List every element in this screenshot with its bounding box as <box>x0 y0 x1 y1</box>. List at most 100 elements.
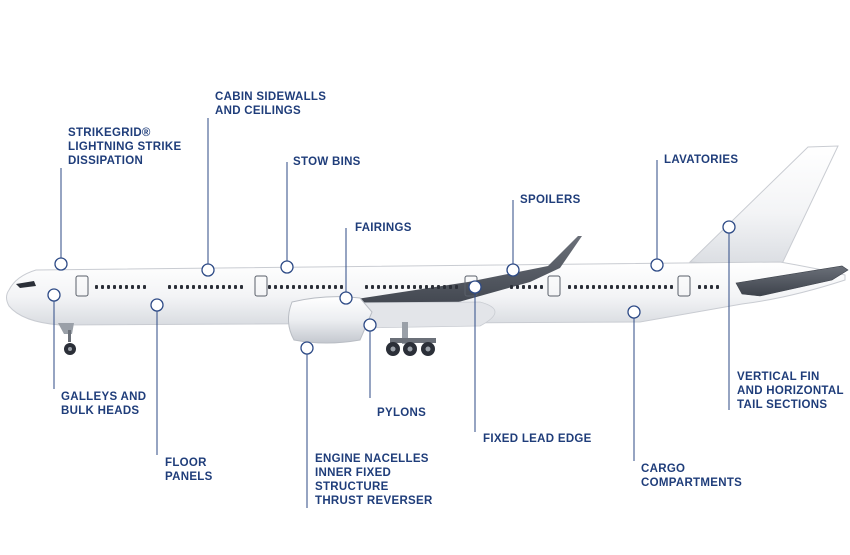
label-line: PYLONS <box>377 407 427 419</box>
label-line: AND CEILINGS <box>215 105 302 117</box>
cabin-window <box>234 285 237 289</box>
cabin-window <box>640 285 643 289</box>
cabin-window <box>622 285 625 289</box>
wing <box>350 236 582 314</box>
cabin-window <box>310 285 313 289</box>
cabin-window <box>322 285 325 289</box>
cabin-window <box>395 285 398 289</box>
cabin-window <box>216 285 219 289</box>
cabin-window <box>101 285 104 289</box>
label-line: AND HORIZONTAL <box>737 385 844 397</box>
label-line: INNER FIXED <box>315 467 392 479</box>
label-line: FAIRINGS <box>355 222 412 234</box>
cabin-window <box>610 285 613 289</box>
label-lavatories: LAVATORIES <box>664 153 738 167</box>
cabin-window <box>298 285 301 289</box>
cabin-window <box>228 285 231 289</box>
cabin-window <box>540 285 543 289</box>
label-line: FIXED LEAD EDGE <box>483 433 592 445</box>
label-line: STRUCTURE <box>315 481 389 493</box>
label-stow-bins: STOW BINS <box>293 155 361 169</box>
cabin-window <box>413 285 416 289</box>
label-line: FLOOR <box>165 457 207 469</box>
cabin-window <box>168 285 171 289</box>
callout-marker-engine-nacelles <box>300 341 314 355</box>
cabin-door <box>547 275 561 297</box>
cabin-window <box>192 285 195 289</box>
cabin-window <box>580 285 583 289</box>
callout-marker-cabin-sidewalls <box>201 263 215 277</box>
label-line: GALLEYS AND <box>61 391 147 403</box>
label-spoilers: SPOILERS <box>520 193 581 207</box>
cabin-window <box>516 285 519 289</box>
cabin-door <box>75 275 89 297</box>
callout-marker-lavatories <box>650 258 664 272</box>
cabin-window <box>198 285 201 289</box>
cabin-window <box>240 285 243 289</box>
cabin-window <box>377 285 380 289</box>
cabin-window <box>204 285 207 289</box>
label-line: THRUST REVERSER <box>315 495 433 507</box>
label-cargo: CARGO COMPARTMENTS <box>641 462 742 490</box>
cabin-window <box>419 285 422 289</box>
label-galleys: GALLEYS AND BULK HEADS <box>61 390 146 418</box>
cabin-window <box>334 285 337 289</box>
cabin-window <box>670 285 673 289</box>
label-line: BULK HEADS <box>61 405 140 417</box>
cabin-window <box>371 285 374 289</box>
horizontal-tail <box>735 265 849 297</box>
cabin-window <box>210 285 213 289</box>
label-line: STOW BINS <box>293 156 361 168</box>
cabin-window <box>704 285 707 289</box>
label-line: CARGO <box>641 463 686 475</box>
cabin-window <box>510 285 513 289</box>
cabin-window <box>443 285 446 289</box>
cabin-window <box>716 285 719 289</box>
cabin-window <box>604 285 607 289</box>
label-fairings: FAIRINGS <box>355 221 412 235</box>
cabin-window <box>401 285 404 289</box>
callout-marker-fairings <box>339 291 353 305</box>
label-line: LAVATORIES <box>664 154 739 166</box>
cabin-window <box>598 285 601 289</box>
cabin-window <box>119 285 122 289</box>
callout-marker-spoilers <box>506 263 520 277</box>
cabin-window <box>143 285 146 289</box>
cabin-window <box>316 285 319 289</box>
cabin-window <box>222 285 225 289</box>
callout-marker-cargo <box>627 305 641 319</box>
callout-marker-pylons <box>363 318 377 332</box>
cabin-window <box>125 285 128 289</box>
cabin-window <box>113 285 116 289</box>
callout-marker-stow-bins <box>280 260 294 274</box>
label-line: SPOILERS <box>520 194 581 206</box>
cabin-window <box>186 285 189 289</box>
cabin-window <box>431 285 434 289</box>
cabin-door <box>677 275 691 297</box>
cabin-window <box>652 285 655 289</box>
cabin-window <box>407 285 410 289</box>
cabin-doors <box>75 275 691 297</box>
nose-landing-gear <box>58 323 76 355</box>
cabin-window <box>365 285 368 289</box>
cabin-window <box>664 285 667 289</box>
label-line: COMPARTMENTS <box>641 477 743 489</box>
callout-marker-fixed-lead-edge <box>468 280 482 294</box>
cabin-window <box>95 285 98 289</box>
cabin-window <box>592 285 595 289</box>
callout-marker-vertical-fin <box>722 220 736 234</box>
cabin-window <box>628 285 631 289</box>
label-pylons: PYLONS <box>377 406 426 420</box>
cabin-window <box>574 285 577 289</box>
cabin-window <box>274 285 277 289</box>
cabin-window <box>389 285 392 289</box>
cabin-window <box>286 285 289 289</box>
label-line: VERTICAL FIN <box>737 371 820 383</box>
callout-marker-floor-panels <box>150 298 164 312</box>
